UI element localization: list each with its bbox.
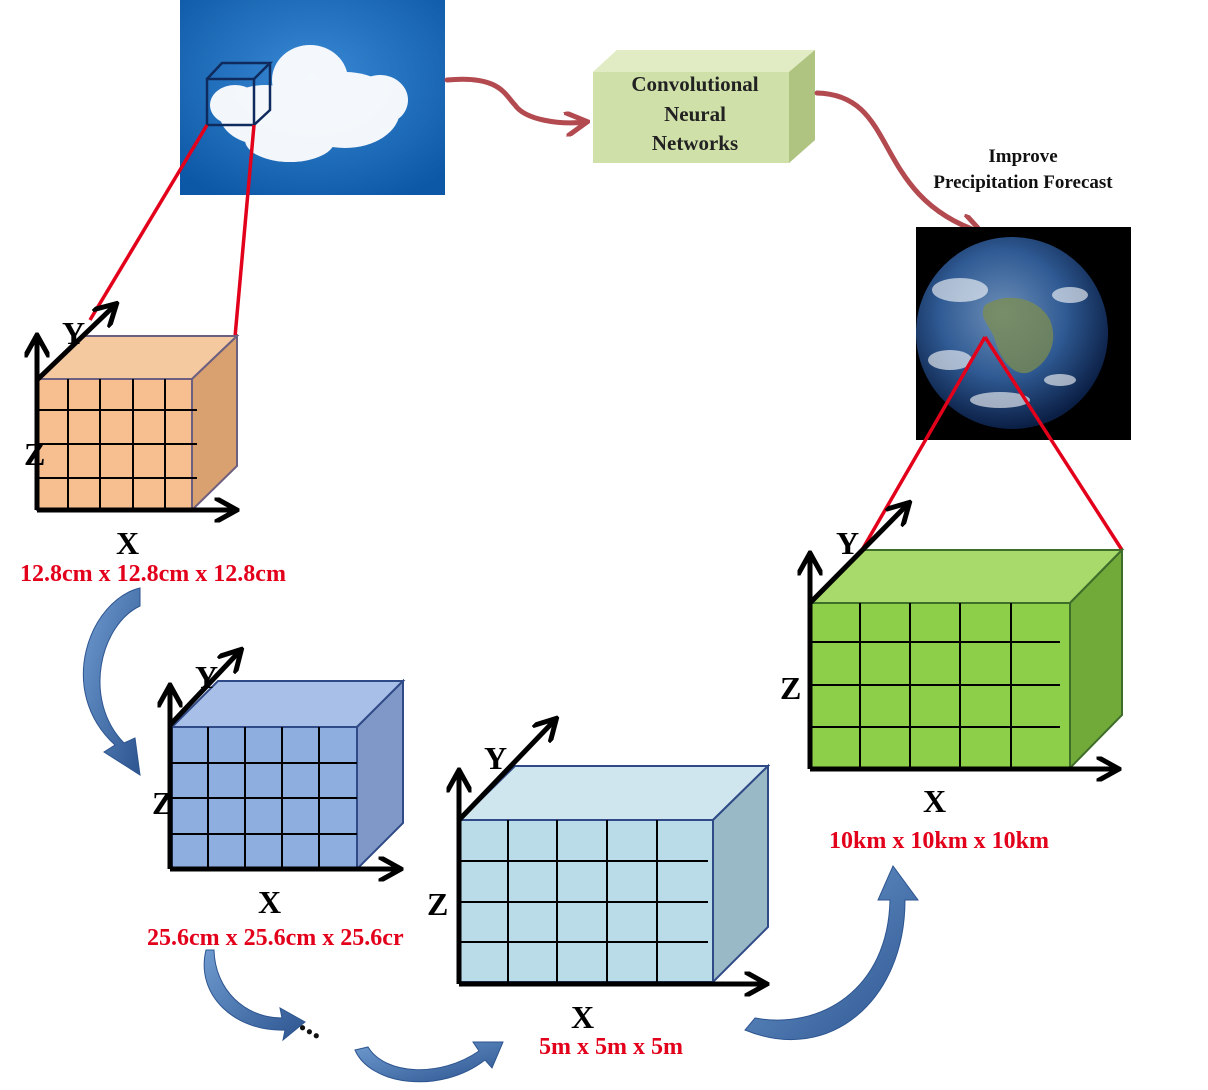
ellipsis: ... [294,1003,333,1046]
cube-medium: Y Z X 25.6cm x 25.6cm x 25.6cr [147,653,406,951]
cnn-label-line2: Neural [664,102,726,126]
sky-to-cnn-arrow [444,76,585,123]
scale-flow-arrows [82,587,919,1083]
cube-large-x-label: X [571,999,594,1035]
cube-medium-x-label: X [258,884,281,920]
cube-small: Y Z X 12.8cm x 12.8cm x 12.8cm [20,307,286,587]
sample-cube-outline [205,61,274,127]
cube-large: Y Z X 5m x 5m x 5m [427,722,771,1060]
cube-large-z-label: Z [427,886,448,922]
cube-medium-dimension: 25.6cm x 25.6cm x 25.6cr [147,925,404,951]
sky-cloud-image [180,0,445,195]
cube-medium-y-label: Y [195,659,218,695]
cube-global-y-label: Y [836,525,859,561]
cube-global-x-label: X [923,783,946,819]
cube-small-z-label: Z [24,436,45,472]
earth-image [916,227,1131,440]
cnn-to-forecast-arrow [814,90,980,232]
cloud-icon [210,45,408,162]
cube-small-y-label: Y [62,315,85,351]
flow-arrow-1 [82,587,141,777]
flow-arrow-4 [744,865,919,1040]
cnn-label-line1: Convolutional [631,72,758,96]
zoom-connector-lines [88,124,1124,551]
goal-line2: Precipitation Forecast [933,172,1113,193]
cube-large-dimension: 5m x 5m x 5m [539,1034,683,1060]
flow-arrow-3 [354,1041,504,1083]
cube-global: Y Z X 10km x 10km x 10km [780,506,1125,854]
cube-medium-z-label: Z [152,785,173,821]
cube-global-z-label: Z [780,670,801,706]
goal-line1: Improve [988,146,1057,167]
cube-small-x-label: X [116,525,139,561]
cube-large-y-label: Y [484,740,507,776]
cnn-box: Convolutional Neural Networks [593,50,815,163]
cnn-label-line3: Networks [652,131,738,155]
cube-global-dimension: 10km x 10km x 10km [829,828,1049,854]
cube-small-dimension: 12.8cm x 12.8cm x 12.8cm [20,561,286,587]
flow-arrow-2 [203,949,306,1042]
